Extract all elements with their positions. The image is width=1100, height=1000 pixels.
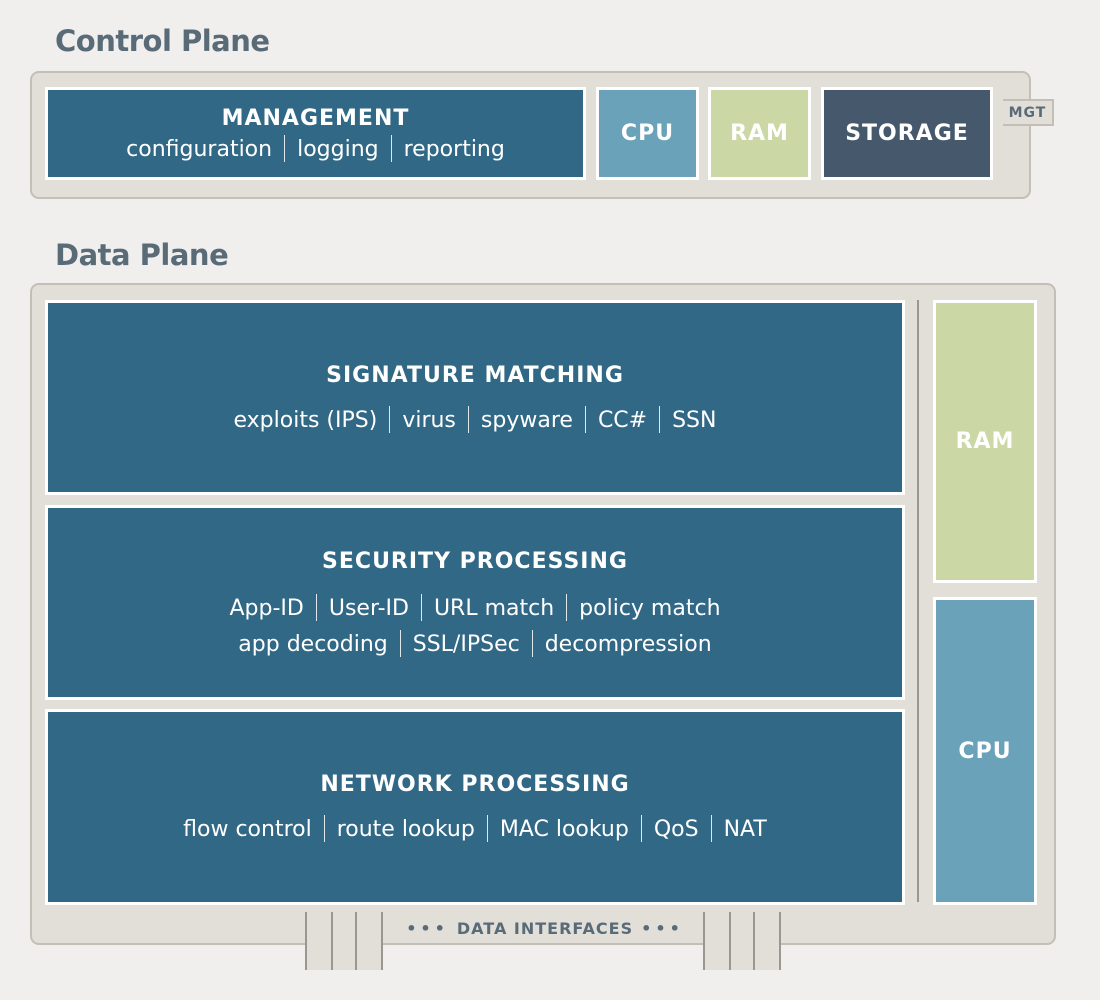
interface-port-line — [381, 912, 383, 970]
interface-port-group-left — [306, 912, 382, 970]
divider — [467, 405, 469, 433]
divider — [486, 815, 488, 842]
storage-block: STORAGE — [821, 87, 993, 180]
interface-port-line — [305, 912, 307, 970]
divider — [315, 593, 317, 621]
security-item: SSL/IPSec — [412, 631, 520, 657]
storage-label: STORAGE — [845, 121, 969, 146]
interface-port-line — [779, 912, 781, 970]
divider — [420, 593, 422, 621]
interface-port-line — [331, 912, 333, 970]
divider — [399, 629, 401, 657]
divider — [659, 405, 661, 433]
security-item: User-ID — [328, 595, 409, 621]
data-plane-title: Data Plane — [55, 238, 229, 272]
management-item: configuration — [126, 136, 273, 162]
divider — [390, 134, 392, 162]
security-processing-title: SECURITY PROCESSING — [322, 548, 628, 574]
data-cpu-block: CPU — [933, 597, 1037, 905]
network-item: MAC lookup — [499, 817, 629, 842]
control-plane-title: Control Plane — [55, 24, 270, 58]
network-processing-title: NETWORK PROCESSING — [320, 772, 630, 797]
divider — [389, 405, 391, 433]
ellipsis-dots-icon: ••• — [641, 918, 684, 938]
signature-item: spyware — [480, 407, 573, 433]
data-ram-label: RAM — [955, 429, 1015, 454]
signature-item: CC# — [597, 407, 648, 433]
management-item: reporting — [403, 136, 505, 162]
data-plane-divider — [917, 300, 919, 902]
network-item: NAT — [723, 817, 767, 842]
management-block: MANAGEMENT configuration logging reporting — [45, 87, 586, 180]
divider — [531, 629, 533, 657]
network-item: route lookup — [336, 817, 475, 842]
network-processing-items: flow control route lookup MAC lookup QoS NAT — [183, 815, 767, 842]
interface-port-line — [355, 912, 357, 970]
interface-port-line — [753, 912, 755, 970]
control-ram-block: RAM — [708, 87, 811, 180]
divider — [584, 405, 586, 433]
signature-matching-items: exploits (IPS) virus spyware CC# SSN — [233, 405, 717, 433]
signature-item: SSN — [672, 407, 717, 433]
control-cpu-label: CPU — [620, 121, 675, 146]
security-processing-line-2: app decoding SSL/IPSec decompression — [238, 629, 712, 657]
management-item: logging — [297, 136, 379, 162]
network-item: QoS — [653, 817, 699, 842]
security-item: app decoding — [238, 631, 388, 657]
data-interfaces-text: DATA INTERFACES — [456, 918, 634, 938]
ellipsis-dots-icon: ••• — [406, 918, 449, 938]
signature-item: virus — [402, 407, 456, 433]
interface-port-line — [729, 912, 731, 970]
control-cpu-block: CPU — [596, 87, 699, 180]
signature-item: exploits (IPS) — [233, 407, 378, 433]
divider — [323, 815, 325, 842]
mgt-port: MGT — [1003, 99, 1054, 126]
security-processing-block: SECURITY PROCESSING App-ID User-ID URL mat… — [45, 505, 905, 700]
divider — [710, 815, 712, 842]
divider — [284, 134, 286, 162]
management-title: MANAGEMENT — [221, 105, 410, 131]
network-processing-block: NETWORK PROCESSING flow control route loo… — [45, 709, 905, 905]
interface-port-line — [703, 912, 705, 970]
management-items: configuration logging reporting — [126, 134, 505, 162]
security-item: decompression — [544, 631, 712, 657]
interface-port-group-right — [704, 912, 780, 970]
control-ram-label: RAM — [730, 121, 789, 146]
security-processing-line-1: App-ID User-ID URL match policy match — [229, 593, 721, 621]
network-item: flow control — [183, 817, 312, 842]
divider — [566, 593, 568, 621]
data-cpu-label: CPU — [958, 738, 1012, 764]
data-ram-block: RAM — [933, 300, 1037, 583]
security-item: URL match — [433, 595, 555, 621]
security-item: App-ID — [229, 595, 304, 621]
data-interfaces-label: ••• DATA INTERFACES ••• — [390, 916, 700, 940]
security-item: policy match — [579, 595, 721, 621]
divider — [640, 815, 642, 842]
signature-matching-title: SIGNATURE MATCHING — [326, 362, 624, 388]
